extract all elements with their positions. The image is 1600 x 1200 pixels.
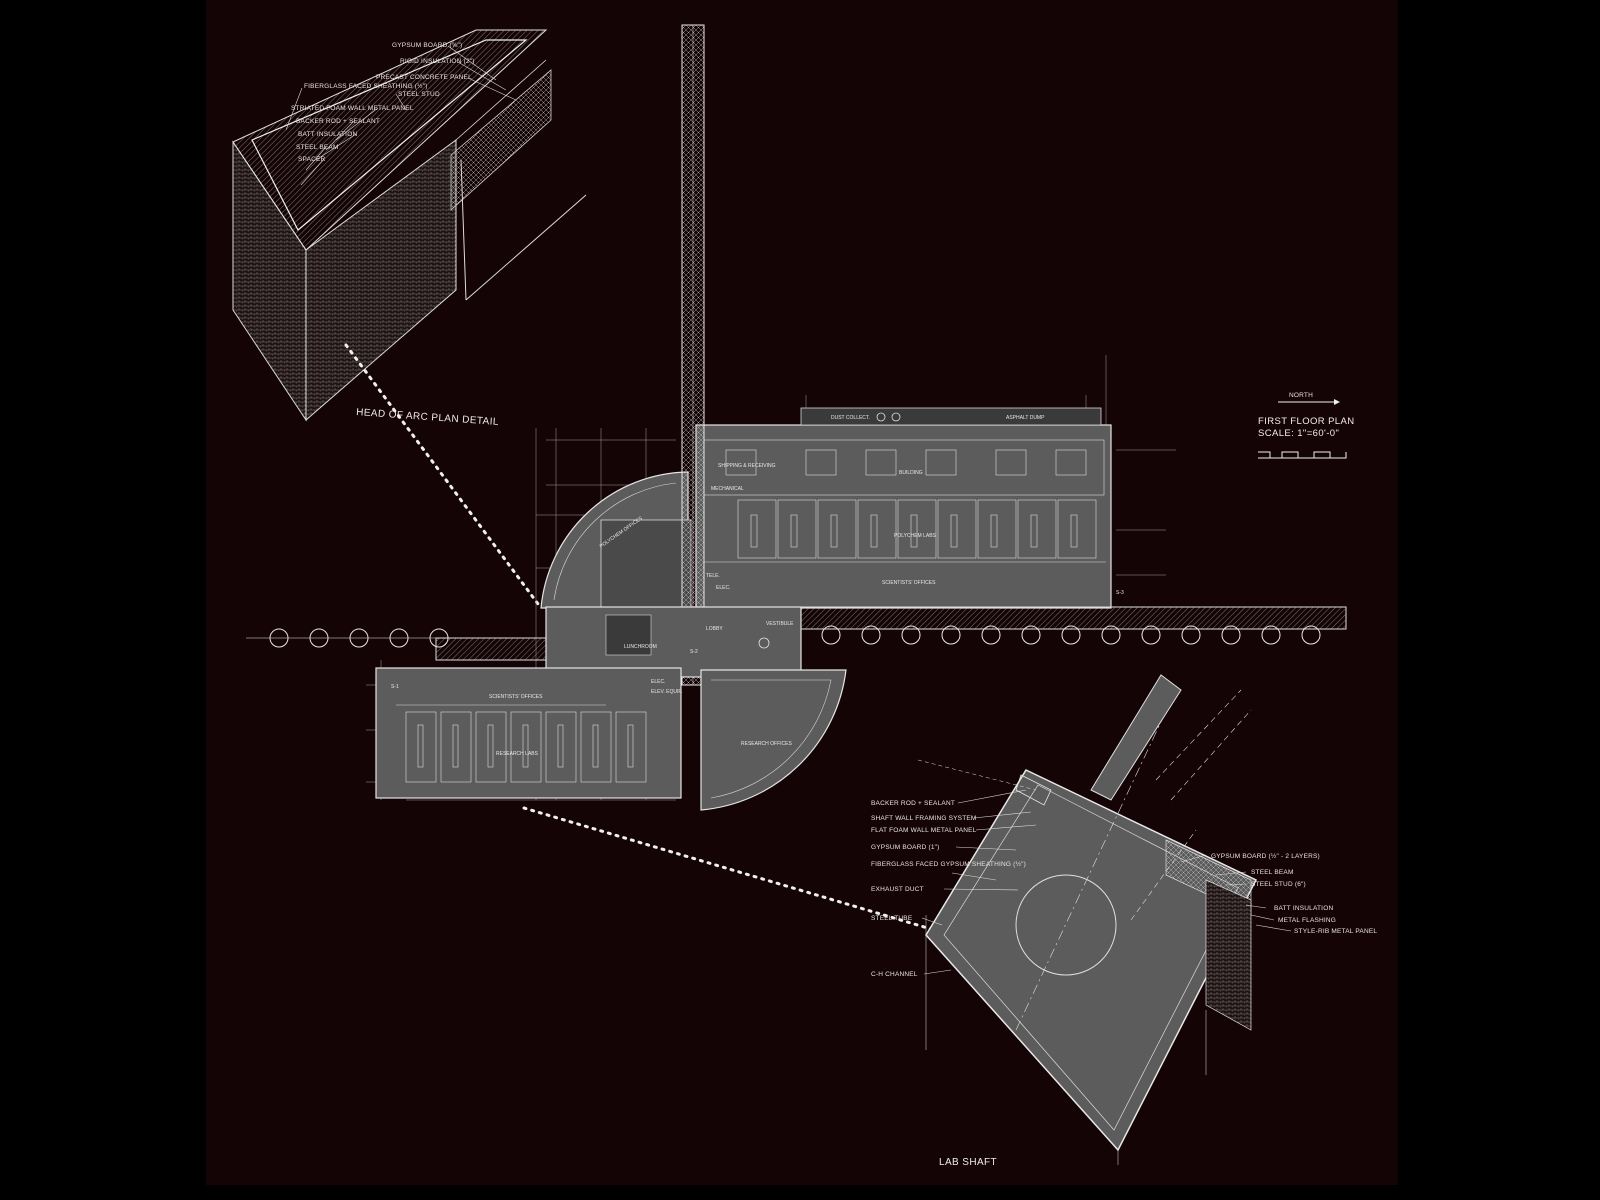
title-block: NORTH FIRST FLOOR PLAN SCALE: 1"=60'-0" [1258,392,1355,459]
shaft-label-flashing: METAL FLASHING [1278,917,1336,924]
scale-bar [1258,451,1347,459]
shaft-label-backer-rod: BACKER ROD + SEALANT [871,800,955,807]
arc-plan-detail: GYPSUM BOARD (⅝") RIGID INSULATION (2") … [232,29,587,428]
lab-shaft-connector [522,806,943,934]
room-elec-south: ELEC. [651,679,665,685]
shaft-label-flat-foam: FLAT FOAM WALL METAL PANEL [871,827,977,834]
arc-label-spacer: SPACER [298,156,326,163]
west-walkway [435,637,547,661]
section-tag-s1: S-1 [391,684,399,690]
south-arc [700,669,847,811]
arc-label-steel-stud: STEEL STUD [398,91,440,98]
room-elec-north: ELEC. [716,585,730,591]
room-vestibule: VESTIBULE [766,621,794,627]
shaft-label-exhaust: EXHAUST DUCT [871,886,924,893]
arc-detail-connector [344,343,543,610]
room-asphalt-dump: ASPHALT DUMP [1006,415,1045,421]
section-tag-s3: S-3 [1116,590,1124,596]
room-lobby: LOBBY [706,626,723,632]
service-strip [800,407,1102,426]
south-wing [375,667,682,799]
shaft-side-panel [1205,879,1252,1031]
arc-detail-leaders [285,45,517,186]
room-lunchroom: LUNCHROOM [624,644,657,650]
arc-label-backer-rod: BACKER ROD + SEALANT [296,118,380,125]
arc-label-striated-foam: STRIATED FOAM WALL METAL PANEL [291,105,414,112]
room-research-labs: RESEARCH LABS [496,751,539,757]
plan-scale: SCALE: 1"=60'-0" [1258,428,1339,439]
exhaust-duct-circle [1015,874,1117,976]
shaft-label-steel-tube: STEEL TUBE [871,915,913,922]
room-scientists-offices-north: SCIENTISTS' OFFICES [882,580,936,586]
arc-label-fiberglass: FIBERGLASS FACED SHEATHING (½") [304,82,428,90]
lab-shaft-detail: BACKER ROD + SEALANT SHAFT WALL FRAMING … [871,674,1377,1168]
room-tele: TELE. [706,573,720,579]
shaft-label-gypsum: GYPSUM BOARD (1") [871,844,940,851]
shaft-label-steel-beam: STEEL BEAM [1251,869,1294,876]
drawing-sheet: GYPSUM BOARD (⅝") RIGID INSULATION (2") … [206,0,1398,1185]
shaft-arm [1090,674,1182,801]
shaft-label-fiberglass: FIBERGLASS FACED GYPSUM SHEATHING (½") [871,860,1026,868]
architectural-drawing: GYPSUM BOARD (⅝") RIGID INSULATION (2") … [232,24,1377,1168]
room-polychem-labs: POLYCHEM LABS [894,533,937,539]
room-dust-collect: DUST COLLECT. [831,415,870,421]
wall-section-top [232,29,548,251]
arc-label-gypsum: GYPSUM BOARD (⅝") [392,42,462,49]
room-elev-equip: ELEV. EQUIP. [651,689,682,695]
arc-label-batt: BATT INSULATION [298,131,357,138]
room-mechanical: MECHANICAL [711,486,744,492]
section-tag-s2: S-2 [690,649,698,655]
tree-row [246,625,1321,648]
shaft-label-style-rib: STYLE-RIB METAL PANEL [1294,928,1377,935]
shaft-label-gypsum-layers: GYPSUM BOARD (½" - 2 LAYERS) [1211,852,1320,860]
shaft-label-framing: SHAFT WALL FRAMING SYSTEM [871,815,977,822]
arc-detail-caption: HEAD OF ARC PLAN DETAIL [356,407,499,428]
arc-label-steel-beam: STEEL BEAM [296,144,339,151]
plan-title: FIRST FLOOR PLAN [1258,416,1355,427]
arc-label-precast: PRECAST CONCRETE PANEL [376,74,472,81]
brick-wall-side [305,139,457,422]
lab-shaft-caption: LAB SHAFT [939,1157,997,1168]
lab-shaft-leaders-left [921,789,1037,975]
north-lab-cells [704,449,1106,563]
room-research-offices: RESEARCH OFFICES [741,741,793,747]
shaft-label-steel-stud: STEEL STUD (6") [1251,881,1306,888]
lab-shaft-leaders-right [1180,854,1292,932]
arc-label-rigid-insulation: RIGID INSULATION (2") [400,58,475,65]
room-building: BUILDING [899,470,923,476]
room-scientists-offices-south: SCIENTISTS' OFFICES [489,694,543,700]
first-floor-plan: DUST COLLECT. ASPHALT DUMP SHIPPING & RE… [246,24,1347,811]
shaft-label-batt: BATT INSULATION [1274,905,1333,912]
shaft-label-ch-channel: C-H CHANNEL [871,971,918,978]
north-label: NORTH [1289,392,1313,399]
south-lab-cells [405,711,647,783]
lobby-zone [545,606,802,678]
room-shipping: SHIPPING & RECEIVING [718,463,776,469]
